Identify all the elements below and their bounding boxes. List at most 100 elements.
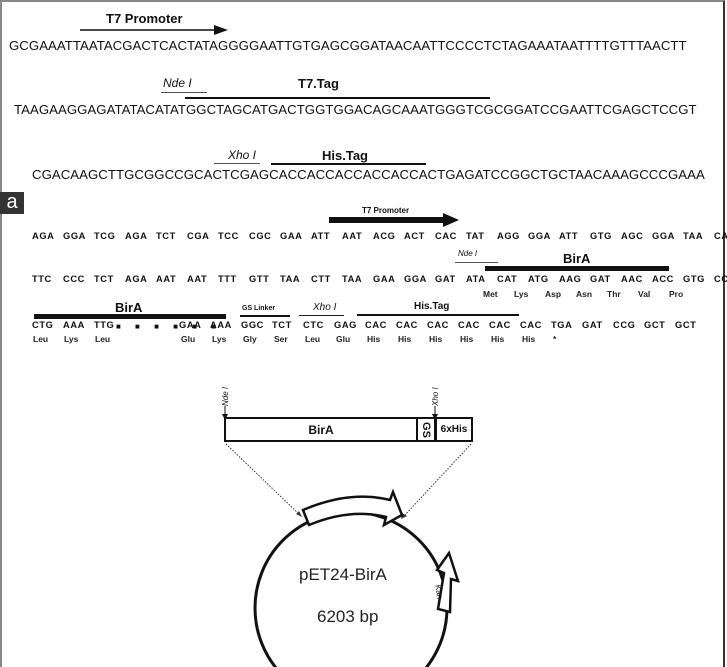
codon: GTG — [590, 231, 612, 241]
codon: TCT — [156, 231, 176, 241]
amino-acid: Gly — [243, 334, 257, 344]
codon: GCT — [644, 320, 666, 330]
codon-row-2: TTC CCC TCT AGA AAT AAT TTT GTT TAA CTT … — [32, 274, 727, 284]
codon: TCT — [94, 274, 114, 284]
codon: AGA — [125, 231, 148, 241]
ndei-site-label-2: Nde I — [458, 249, 478, 258]
codon: GGA — [528, 231, 551, 241]
insert-arrow-icon — [301, 488, 404, 528]
codon: GGA — [63, 231, 86, 241]
his-tag-bar — [271, 163, 426, 165]
codon: CTG — [32, 320, 54, 330]
bira-bar — [485, 266, 669, 271]
amino-acid-row-3b: Glu Lys Gly Ser Leu Glu His His His His … — [181, 334, 584, 344]
xhoi-site-label-2: Xho I — [313, 302, 337, 313]
codon: ATG — [528, 274, 549, 284]
amino-acid: Lys — [64, 334, 79, 344]
bira-label-2: BirA — [115, 300, 143, 315]
xhoi-site-line — [214, 163, 260, 164]
codon: CCC — [63, 274, 85, 284]
codon: CAA — [714, 231, 727, 241]
codon: GAA — [280, 231, 303, 241]
codon: AAA — [210, 320, 232, 330]
amino-acid: Glu — [181, 334, 196, 344]
codon: GGA — [652, 231, 675, 241]
codon: AGG — [497, 231, 520, 241]
t7-promoter-label-2: T7 Promoter — [362, 206, 410, 215]
amino-acid: His — [429, 334, 443, 344]
codon: CCA — [714, 274, 727, 284]
bira-segment: BirA — [226, 419, 418, 440]
t7-promoter-label: T7 Promoter — [106, 11, 183, 26]
xhoi-site-label: Xho I — [228, 148, 257, 162]
sequence-line-2: TAAGAAGGAGATATACATATGGCTAGCATGACTGGTGGAC… — [14, 102, 697, 117]
bira-bar-2 — [34, 314, 226, 319]
codon: CGA — [187, 231, 210, 241]
codon: CAC — [489, 320, 511, 330]
amino-acid: His — [491, 334, 505, 344]
his-tag-bar-2 — [357, 314, 519, 316]
amino-acid: Asp — [545, 289, 562, 299]
t7-promoter-thick-arrow-icon — [329, 213, 459, 227]
amino-acid: His — [367, 334, 381, 344]
amino-acid: Ser — [274, 334, 288, 344]
codon: GAT — [435, 274, 456, 284]
codon: TTC — [32, 274, 52, 284]
codon: TTG — [94, 320, 115, 330]
plasmid-size: 6203 bp — [317, 607, 379, 626]
amino-acid: Leu — [305, 334, 321, 344]
t7-tag-label: T7.Tag — [298, 76, 339, 91]
sequence-ellipsis: ■ ■ ■ ■ ■ ■ — [116, 322, 223, 331]
codon: AGA — [125, 274, 148, 284]
sequence-line-3: CGACAAGCTTGCGGCCGCACTCGAGCACCACCACCACCAC… — [32, 167, 705, 182]
codon: TTT — [218, 274, 237, 284]
amino-acid: Glu — [336, 334, 351, 344]
codon: CAC — [520, 320, 542, 330]
codon: GGA — [404, 274, 427, 284]
codon: TAT — [466, 231, 485, 241]
amino-acid: Lys — [212, 334, 227, 344]
codon: CGC — [249, 231, 272, 241]
xhoi-site-line-2 — [299, 315, 344, 316]
codon: ATA — [466, 274, 486, 284]
codon: GCT — [675, 320, 697, 330]
codon: GAT — [582, 320, 603, 330]
his-tag-label-2: His.Tag — [414, 301, 450, 312]
codon: TAA — [342, 274, 363, 284]
codon: GGC — [241, 320, 264, 330]
codon: AGC — [621, 231, 644, 241]
codon: TAA — [683, 231, 704, 241]
amino-acid: Thr — [607, 289, 621, 299]
codon: GTT — [249, 274, 270, 284]
codon: GAA — [179, 320, 202, 330]
amino-acid: Lys — [514, 289, 529, 299]
ndei-site-label: Nde I — [163, 76, 192, 90]
amino-acid: His — [460, 334, 474, 344]
amino-acid: Val — [638, 289, 651, 299]
codon: ACC — [652, 274, 674, 284]
codon: TCG — [94, 231, 116, 241]
amino-acid: Leu — [33, 334, 49, 344]
codon: ATT — [311, 231, 331, 241]
codon: ACG — [373, 231, 396, 241]
gs-linker-bar — [240, 315, 290, 317]
amino-acid-row-3a: Leu Lys Leu — [33, 334, 126, 344]
codon: CAC — [396, 320, 418, 330]
bira-label: BirA — [563, 251, 591, 266]
codon: GAT — [590, 274, 611, 284]
amino-acid-row-2: Met Lys Asp Asn Thr Val Pro — [483, 289, 700, 299]
codon: AAA — [63, 320, 85, 330]
codon: ATT — [559, 231, 579, 241]
codon: CAT — [497, 274, 518, 284]
codon-row-1: AGA GGA TCG AGA TCT CGA TCC CGC GAA ATT … — [32, 231, 727, 241]
t7-promoter-arrow-icon — [80, 25, 228, 35]
ndei-site-line — [161, 92, 207, 93]
codon: CAC — [427, 320, 449, 330]
amino-acid: Met — [483, 289, 498, 299]
plasmid-name: pET24-BirA — [299, 565, 387, 584]
codon: CCG — [613, 320, 636, 330]
codon: TCT — [272, 320, 292, 330]
codon: CTC — [303, 320, 324, 330]
amino-acid: Asn — [576, 289, 593, 299]
